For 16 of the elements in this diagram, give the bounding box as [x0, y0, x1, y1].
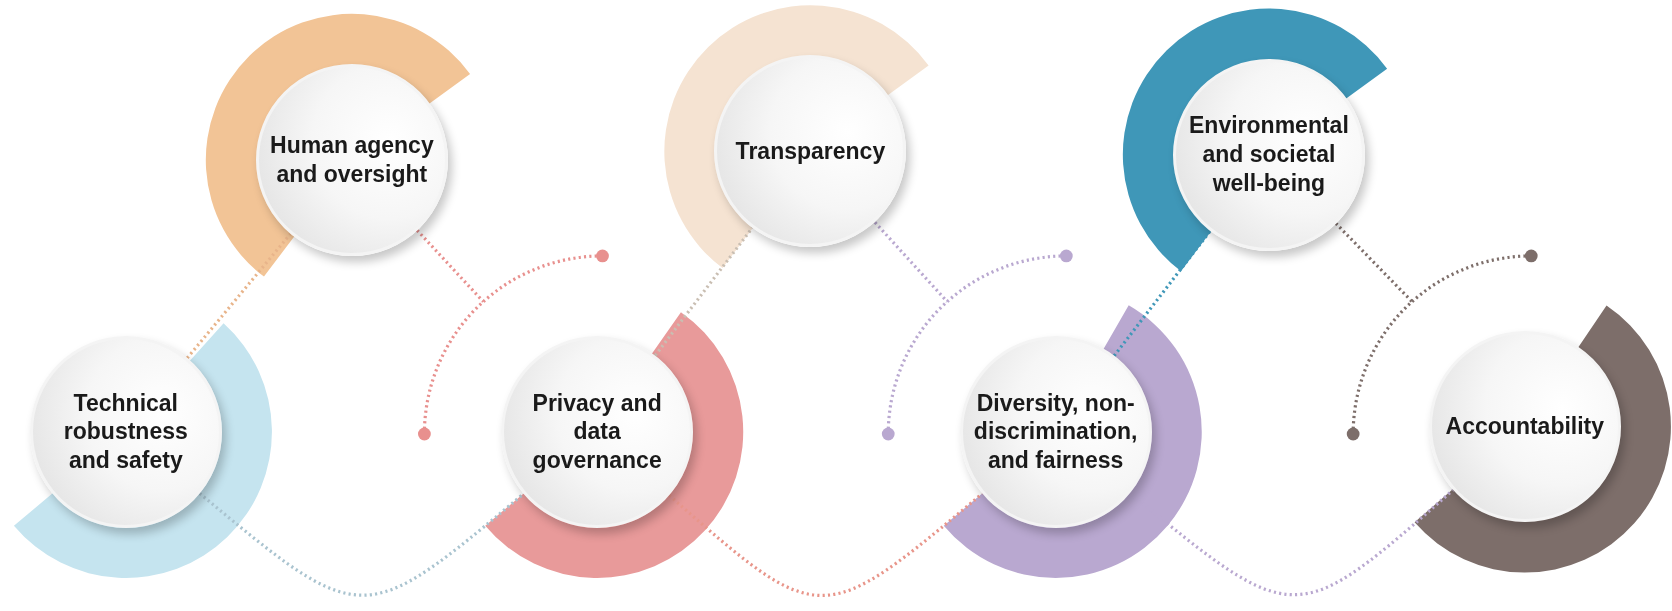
dotted-connector: [185, 232, 292, 360]
dotted-arc: [1411, 249, 1538, 303]
dotted-arc: [946, 249, 1073, 303]
dotted-connector: [1334, 222, 1414, 303]
dotted-arc: [482, 249, 609, 303]
node-label: Environmental and societal well-being: [1188, 111, 1350, 198]
dotted-connector: [873, 221, 949, 303]
dotted-connector: [415, 229, 485, 303]
node-label: Technical robustness and safety: [62, 388, 189, 475]
node-label: Privacy and data governance: [531, 388, 663, 475]
dotted-connector: [1112, 229, 1212, 357]
node-label: Transparency: [735, 137, 886, 166]
node-label: Diversity, non-discrimination, and fairness: [972, 388, 1139, 475]
node-label: Accountability: [1445, 412, 1605, 441]
dotted-connector: [198, 492, 525, 597]
node-label: Human agency and oversight: [269, 131, 435, 189]
